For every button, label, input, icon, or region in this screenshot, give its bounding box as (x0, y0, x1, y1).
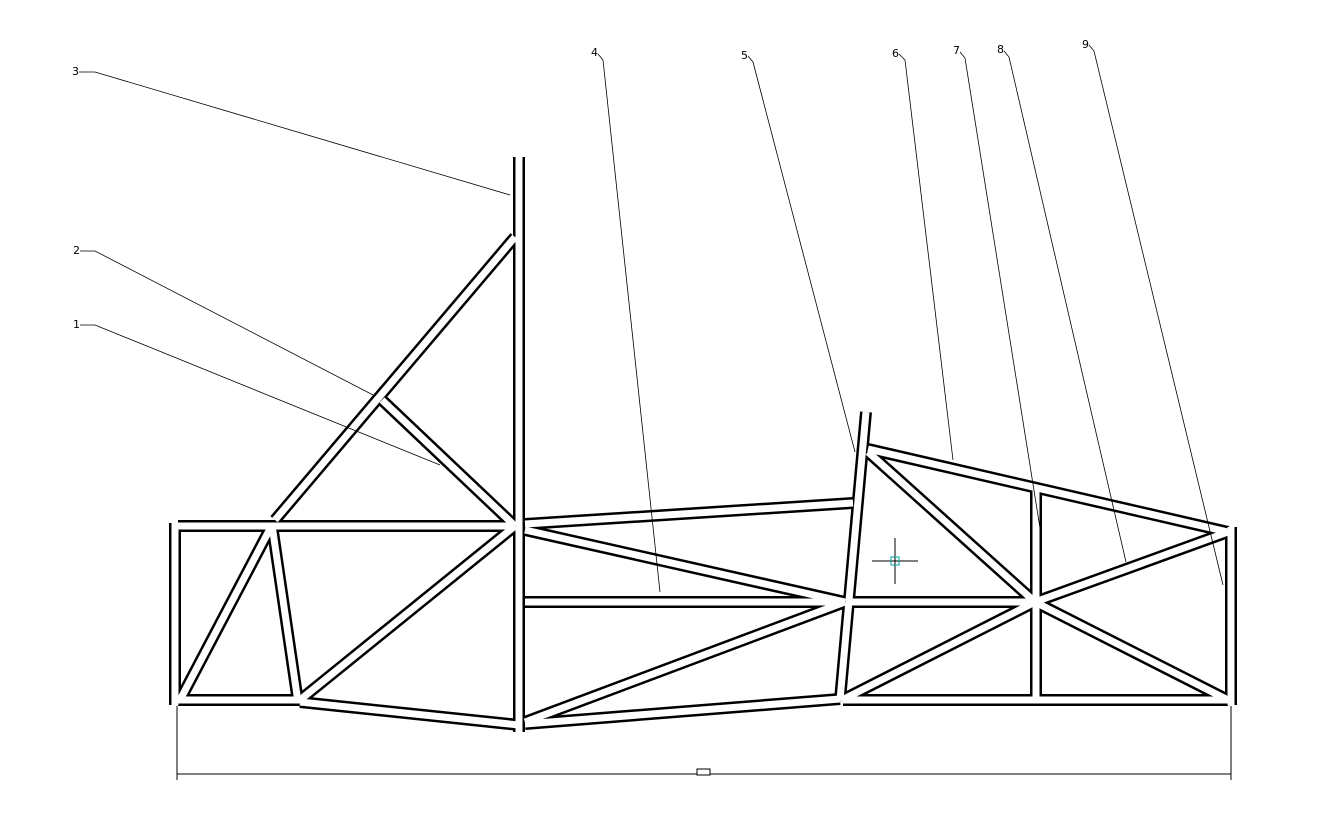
callout-5-leader (747, 55, 856, 453)
callout-8-label: 8 (997, 43, 1004, 56)
truss-member-9-fill (299, 698, 520, 729)
callout-1-label: 1 (73, 318, 80, 331)
callout-3-leader (79, 71, 511, 196)
callout-2-leader (80, 250, 376, 397)
truss-member-22-fill (1033, 598, 1230, 704)
overall-dimension (176, 706, 1232, 780)
truss-member-21-fill (840, 598, 1037, 704)
callout-9-leader (1088, 44, 1224, 586)
callout-labels: 1 2 3 4 5 6 7 8 9 (72, 38, 1089, 331)
callout-leaders (79, 44, 1224, 593)
callout-6-leader (898, 53, 954, 461)
truss-member-12-fill (524, 526, 846, 606)
callout-5-label: 5 (741, 49, 748, 62)
truss-member-3-fill (176, 523, 276, 702)
callout-8-leader (1003, 50, 1127, 563)
truss-member-13-fill (523, 598, 847, 726)
truss-member-7-fill (379, 397, 518, 529)
callout-1-leader (80, 324, 441, 466)
callout-4-label: 4 (591, 46, 598, 59)
callout-2-label: 2 (73, 244, 80, 257)
truss-member-19-fill (1033, 528, 1230, 606)
truss-member-10-fill (524, 499, 854, 528)
truss-member-15-fill (836, 411, 870, 701)
truss-member-17-fill (865, 449, 1038, 605)
truss-members (169, 157, 1237, 732)
callout-3-label: 3 (72, 65, 79, 78)
truss-member-4-fill (268, 524, 302, 703)
callout-7-label: 7 (953, 44, 960, 57)
callout-4-leader (597, 53, 661, 593)
truss-member-6-fill (272, 234, 518, 523)
truss-member-8-fill (297, 523, 518, 703)
callout-6-label: 6 (892, 47, 899, 60)
callout-9-label: 9 (1082, 38, 1089, 51)
truss-member-16-fill (867, 445, 1229, 536)
callout-7-leader (959, 51, 1041, 529)
crosshair-cursor-icon (872, 538, 918, 584)
dimension-text-box[interactable] (696, 768, 711, 776)
truss-member-14-fill (524, 695, 841, 728)
